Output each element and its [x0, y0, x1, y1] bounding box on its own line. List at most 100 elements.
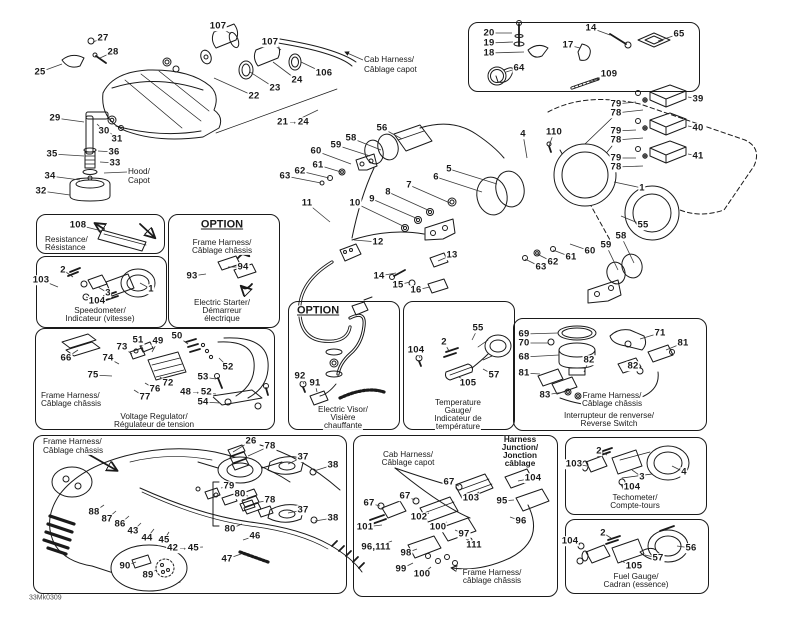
part-callout-5: 5	[445, 163, 453, 175]
part-callout-30: 30	[97, 125, 111, 137]
resistance-box	[36, 214, 165, 254]
part-callout-20: 20	[482, 27, 496, 39]
voltage-regulator-art	[61, 333, 269, 410]
part-callout-2: 2	[599, 527, 607, 539]
part-callout-26: 26	[244, 435, 258, 447]
reverse-switch-box	[513, 318, 707, 431]
part-callout-21-24: 21→24	[276, 116, 310, 128]
part-callout-17: 17	[561, 39, 575, 51]
part-callout-53: 53	[196, 371, 210, 383]
part-callout-50: 50	[170, 330, 184, 342]
part-callout-55: 55	[636, 219, 650, 231]
part-callout-58: 58	[344, 132, 358, 144]
part-callout-49: 49	[151, 335, 165, 347]
harness-junction-box	[353, 435, 558, 597]
part-callout-45: 45	[157, 534, 171, 546]
part-callout-96: 96	[514, 515, 528, 527]
diagram-label: Indicateur de	[433, 413, 483, 424]
diagram-label: Harness	[502, 434, 538, 445]
part-callout-79: 79	[222, 480, 236, 492]
part-callout-97: 97	[457, 528, 471, 540]
part-callout-67: 67	[362, 497, 376, 509]
diagram-label: OPTION	[199, 218, 245, 231]
part-callout-60: 60	[583, 245, 597, 257]
part-callout-24: 24	[290, 74, 304, 86]
part-callout-87: 87	[100, 513, 114, 525]
diagram-label: Résistance	[44, 242, 87, 253]
temperature-gauge-art	[415, 334, 512, 381]
part-callout-42-45: 42→45	[166, 542, 200, 554]
tachometer-box	[565, 437, 707, 515]
tachometer-art	[581, 445, 690, 491]
part-callout-2: 2	[59, 264, 67, 276]
part-callout-89: 89	[141, 569, 155, 581]
diagram-label: Frame Harness/	[461, 567, 523, 578]
part-callout-2: 2	[440, 336, 448, 348]
part-callout-60: 60	[309, 145, 323, 157]
part-callout-103: 103	[31, 274, 51, 286]
diagram-label: Frame Harness/	[581, 390, 643, 401]
part-callout-1: 1	[147, 283, 155, 295]
part-callout-14: 14	[372, 270, 386, 282]
part-callout-56: 56	[684, 542, 698, 554]
part-callout-38: 38	[326, 512, 340, 524]
part-callout-52: 52	[221, 361, 235, 373]
part-callout-82: 82	[626, 360, 640, 372]
part-callout-37: 37	[296, 504, 310, 516]
diagram-label: Démarreur	[201, 305, 243, 316]
part-callout-65: 65	[672, 28, 686, 40]
part-callout-59: 59	[599, 239, 613, 251]
part-callout-44: 44	[140, 532, 154, 544]
part-callout-16: 16	[409, 284, 423, 296]
diagram-label: Indicateur (vitesse)	[64, 313, 136, 324]
part-callout-63: 63	[534, 261, 548, 273]
diagram-label: Câblage capot	[380, 457, 436, 468]
part-callout-105: 105	[458, 377, 478, 389]
diagram-label: Câblage capot	[363, 64, 418, 75]
part-callout-111: 111	[465, 539, 483, 551]
part-callout-1: 1	[638, 182, 646, 194]
part-callout-78: 78	[263, 440, 277, 452]
part-callout-64: 64	[512, 62, 526, 74]
part-callout-61: 61	[311, 159, 325, 171]
part-callout-56: 56	[375, 122, 389, 134]
part-callout-54: 54	[196, 396, 210, 408]
bulb-sockets-art	[162, 23, 357, 80]
diagram-label: Cadran (essence)	[602, 579, 670, 590]
part-callout-38: 38	[326, 459, 340, 471]
diagram-label: chauffante	[322, 420, 364, 431]
part-callout-66: 66	[59, 352, 73, 364]
part-callout-36: 36	[107, 146, 121, 158]
part-callout-73: 73	[115, 341, 129, 353]
part-callout-79: 79	[609, 152, 623, 164]
hood-latch-art	[69, 111, 124, 202]
part-callout-47: 47	[220, 553, 234, 565]
part-callout-4: 4	[519, 128, 527, 140]
part-callout-76: 76	[148, 383, 162, 395]
diagram-label: 33Mk0309	[28, 594, 63, 602]
part-callout-105: 105	[624, 560, 644, 572]
part-callout-86: 86	[113, 518, 127, 530]
main-harness-art	[298, 99, 757, 343]
diagram-label: Frame Harness/	[40, 390, 101, 401]
part-callout-61: 61	[564, 251, 578, 263]
diagram-label: Frame Harness/	[191, 237, 253, 248]
diagram-label: Câblage châssis	[580, 398, 644, 409]
part-callout-79: 79	[609, 98, 623, 110]
headlight-art	[61, 37, 338, 140]
diagram-label: Câblage châssis	[190, 245, 254, 256]
part-callout-80: 80	[233, 488, 247, 500]
part-callout-104: 104	[406, 344, 426, 356]
part-callout-51: 51	[131, 334, 145, 346]
part-callout-31: 31	[110, 133, 124, 145]
part-callout-104: 104	[87, 295, 107, 307]
diagram-label: Temperature	[434, 397, 482, 408]
part-callout-78: 78	[609, 161, 623, 173]
part-callout-8: 8	[384, 186, 392, 198]
diagram-label: température	[434, 421, 482, 432]
diagram-label: câblage	[503, 458, 537, 469]
part-callout-25: 25	[33, 66, 47, 78]
part-callout-34: 34	[43, 170, 57, 182]
part-callout-78: 78	[609, 134, 623, 146]
